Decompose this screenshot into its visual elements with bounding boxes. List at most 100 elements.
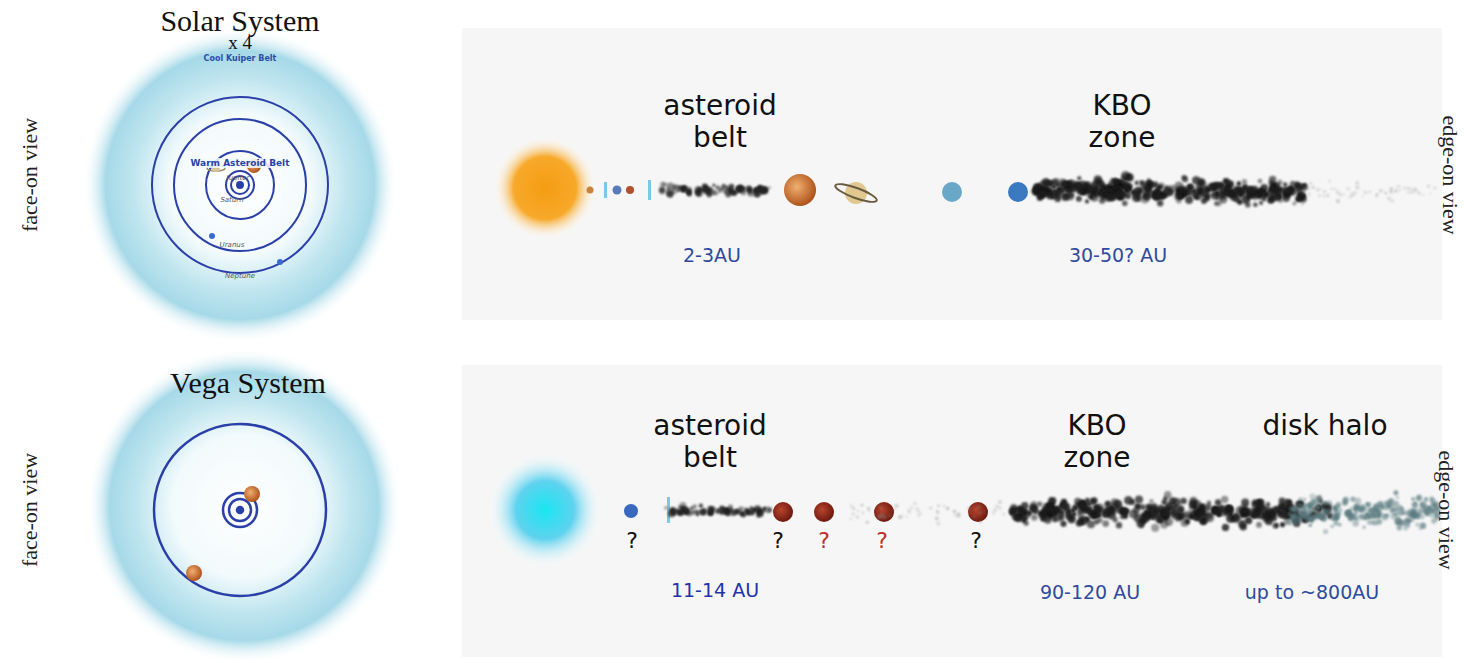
belt-particle [1323, 501, 1328, 506]
belt-particle [728, 504, 733, 509]
belt-particle [1422, 194, 1424, 196]
belt-particle [1308, 504, 1313, 509]
belt-particle [1305, 503, 1309, 507]
belt-particle [1330, 524, 1334, 528]
belt-particle [1266, 190, 1275, 199]
belt-particle [1249, 507, 1258, 516]
belt-particle [1295, 514, 1300, 519]
belt-particle [1334, 513, 1339, 518]
belt-particle [1077, 510, 1083, 516]
belt-particle [1285, 188, 1291, 194]
belt-particle [1342, 500, 1348, 506]
unknown-planet-mark: ? [970, 528, 982, 553]
belt-particle [1140, 504, 1146, 510]
belt-particle [1364, 513, 1371, 520]
belt-particle [1225, 505, 1231, 511]
belt-particle [1151, 524, 1159, 532]
belt-particle [1093, 505, 1098, 510]
belt-particle [1085, 199, 1089, 203]
belt-particle [1219, 195, 1228, 204]
belt-particle [1394, 189, 1398, 193]
belt-particle [1077, 176, 1081, 180]
belt-particle [1282, 187, 1290, 195]
belt-particle [728, 184, 734, 190]
planet-dot [587, 187, 594, 194]
belt-particle [1172, 512, 1180, 520]
belt-particle [1215, 499, 1222, 506]
belt-particle [1393, 490, 1398, 495]
belt-particle [979, 512, 982, 515]
belt-particle [1076, 196, 1082, 202]
view-label: face-on view [17, 453, 42, 567]
belt-particle [972, 515, 976, 519]
belt-particle [1153, 503, 1157, 507]
planet-dot [814, 502, 834, 522]
belt-particle [1258, 179, 1263, 184]
belt-particle [1166, 188, 1174, 196]
belt-particle [687, 192, 692, 197]
belt-particle [1105, 506, 1114, 515]
belt-particle [1190, 497, 1197, 504]
belt-particle [1120, 514, 1125, 519]
belt-particle [1357, 507, 1362, 512]
belt-particle [906, 516, 908, 518]
belt-particle [1246, 196, 1250, 200]
belt-particles [659, 171, 1436, 207]
belt-particle [1098, 507, 1103, 512]
belt-particle [1308, 523, 1312, 527]
distance-label: 30-50? AU [1069, 245, 1167, 267]
belt-particle [1318, 498, 1322, 502]
belt-particle [892, 509, 895, 512]
belt-particle [1105, 501, 1110, 506]
belt-particle [1180, 498, 1186, 504]
belt-particle [730, 509, 733, 512]
belt-particle [946, 507, 949, 510]
belt-particle [1272, 523, 1278, 529]
planet-dot [773, 502, 793, 522]
unknown-planet-mark: ? [876, 528, 888, 553]
belt-particle [1328, 180, 1331, 183]
belt-particle [1198, 513, 1202, 517]
belt-particle [1113, 517, 1118, 522]
belt-particle [1124, 496, 1133, 505]
belt-particle [1090, 498, 1097, 505]
belt-particle [1363, 190, 1366, 193]
belt-particle [734, 509, 739, 514]
belt-particle [1251, 193, 1259, 201]
orbit-rings [154, 424, 326, 596]
belt-particle [1382, 514, 1389, 521]
belt-particle [667, 189, 674, 196]
unknown-planet-mark: ? [818, 528, 830, 553]
belt-particle [1059, 178, 1067, 186]
belt-particles [664, 490, 1440, 534]
belt-label: Cool Kuiper Belt [204, 54, 277, 63]
belt-particle [1334, 188, 1337, 191]
belt-particle [1062, 502, 1071, 511]
belt-particle [857, 510, 859, 512]
belt-particle [1302, 191, 1305, 194]
zone-label: asteroid belt [630, 410, 790, 474]
belt-particle [999, 506, 1002, 509]
belt-particle [1295, 196, 1301, 202]
sun [493, 136, 597, 240]
belt-particle [853, 507, 856, 510]
planet-jupiter [784, 174, 816, 206]
belt-particle [1350, 192, 1352, 194]
belt-particle [1199, 181, 1208, 190]
distance-label: 2-3AU [683, 245, 741, 267]
belt-particle [741, 190, 747, 196]
belt-particle [1237, 199, 1243, 205]
belt-particle [1403, 526, 1408, 531]
planet-dot [1008, 182, 1028, 202]
belt-particle [1304, 509, 1311, 516]
belt-particle [862, 512, 864, 514]
star-vega [487, 452, 603, 568]
belt-particle [1330, 187, 1333, 190]
belt-particle [753, 188, 758, 193]
belt-particle [878, 515, 881, 518]
belt-particle [968, 511, 971, 514]
belt-particle [1089, 185, 1094, 190]
planet-orbit-mark [604, 182, 607, 198]
belt-particle [1161, 509, 1169, 517]
belt-particle [1221, 496, 1228, 503]
